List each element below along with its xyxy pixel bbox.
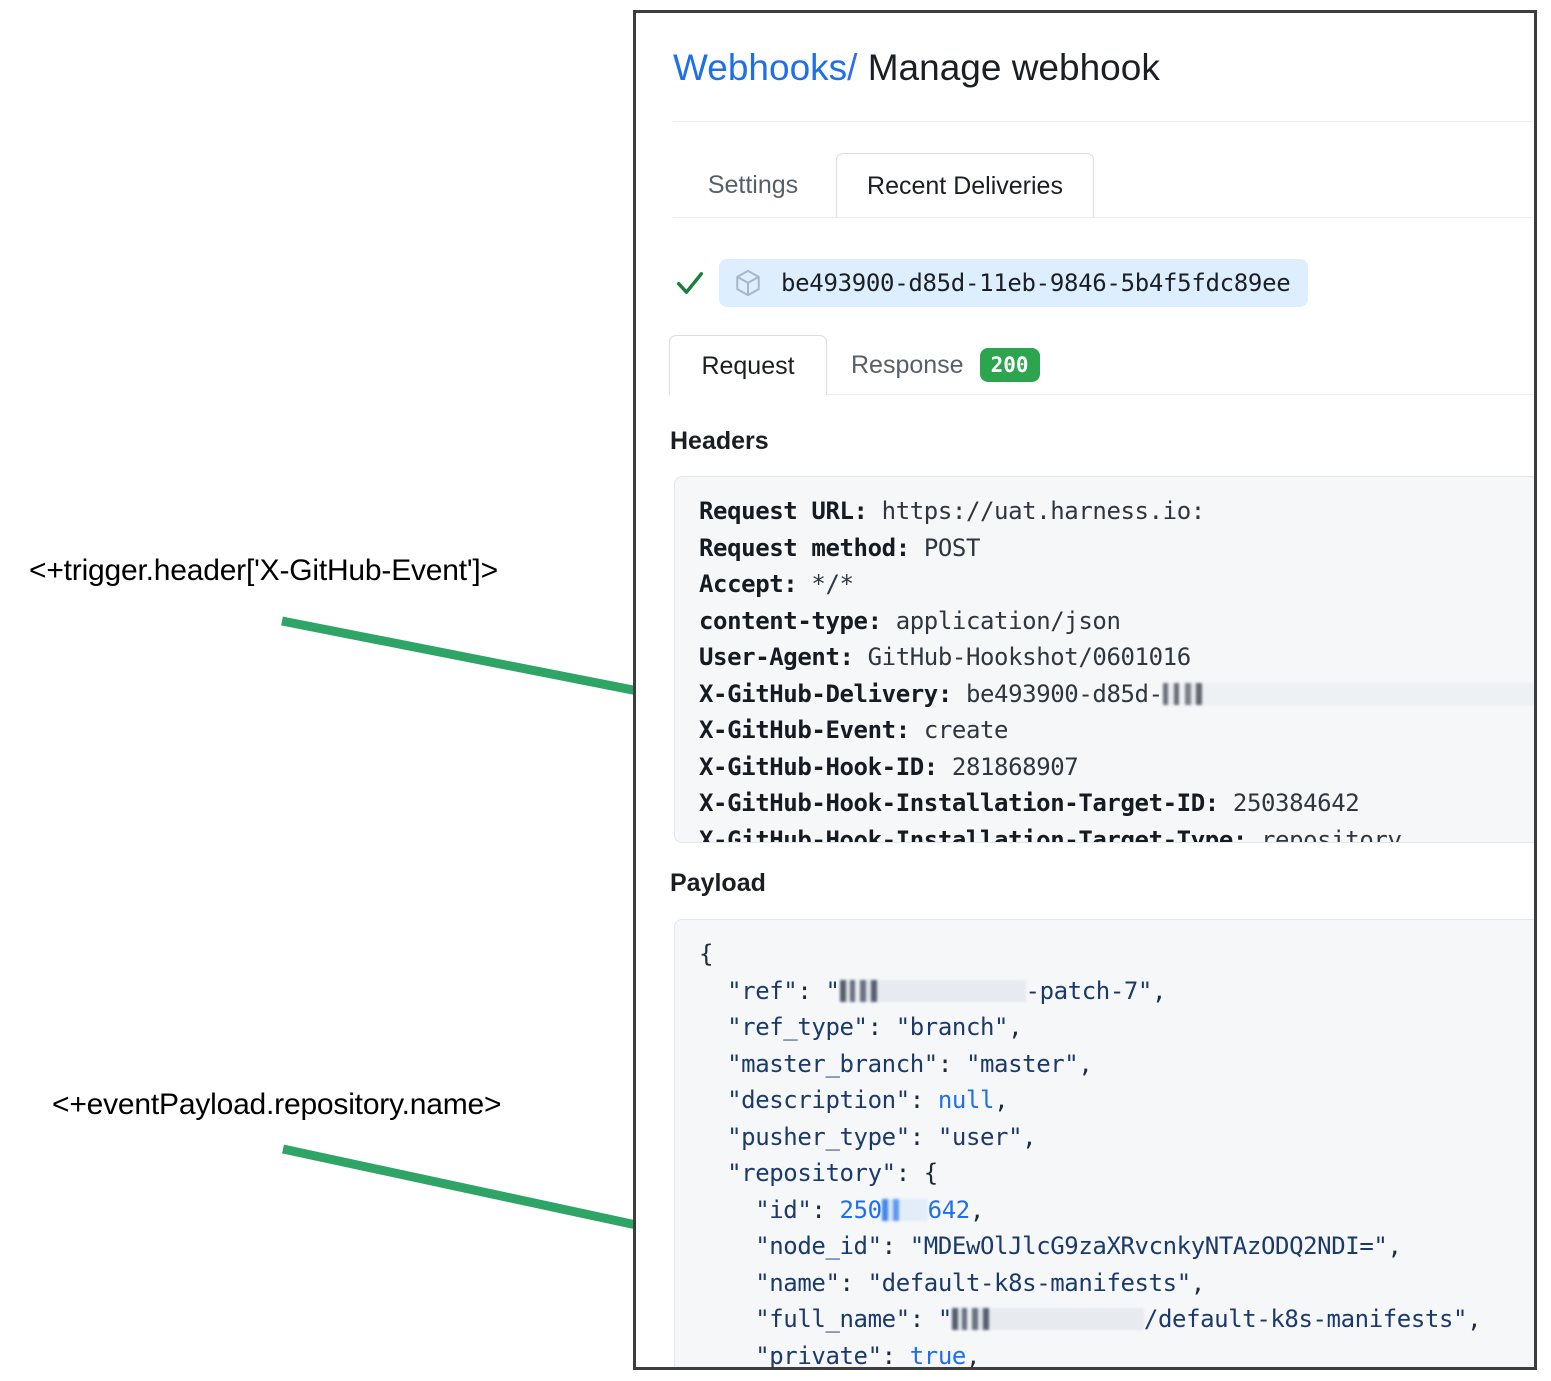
headers-code-block: Request URL: https://uat.harness.io: Req… <box>674 476 1534 843</box>
headers-section-title: Headers <box>670 427 769 455</box>
breadcrumb: Webhooks/ Manage webhook <box>673 43 1160 93</box>
payload-line-private: "private": true, <box>699 1341 981 1368</box>
payload-line-repository: "repository": { <box>699 1159 938 1187</box>
header-line-content-type: content-type: application/json <box>699 603 1534 640</box>
divider-under-breadcrumb <box>673 121 1534 122</box>
header-line-event: X-GitHub-Event: create <box>699 712 1534 749</box>
delivery-id: be493900-d85d-11eb-9846-5b4f5fdc89ee <box>781 269 1291 297</box>
payload-line-pusher-type: "pusher_type": "user", <box>699 1122 1037 1151</box>
header-value: application/json <box>895 606 1121 635</box>
header-key: Request method: <box>699 533 910 562</box>
payload-line-description: "description": null, <box>699 1086 1009 1114</box>
header-line-delivery: X-GitHub-Delivery: be493900-d85d- <box>699 676 1534 713</box>
breadcrumb-link-webhooks[interactable]: Webhooks <box>673 47 848 88</box>
payload-line-open-brace: { <box>699 940 714 968</box>
header-line-target-id: X-GitHub-Hook-Installation-Target-ID: 25… <box>699 785 1534 822</box>
payload-line-ref: "ref": "-patch-7", <box>699 976 1167 1005</box>
header-key: X-GitHub-Hook-Installation-Target-Type: <box>699 825 1247 843</box>
header-value: repository <box>1260 825 1402 843</box>
cube-icon <box>736 269 760 297</box>
header-line-hook-id: X-GitHub-Hook-ID: 281868907 <box>699 749 1534 786</box>
header-key: X-GitHub-Hook-Installation-Target-ID: <box>699 789 1219 817</box>
header-line-request-method: Request method: POST <box>699 530 1534 567</box>
header-key: Accept: <box>699 570 798 598</box>
header-line-accept: Accept: */* <box>699 566 1534 603</box>
annotation-payload-expression: <+eventPayload.repository.name> <box>52 1088 502 1121</box>
breadcrumb-separator: / <box>847 47 858 88</box>
delivery-chip[interactable]: be493900-d85d-11eb-9846-5b4f5fdc89ee <box>719 259 1309 307</box>
webhook-panel: Webhooks/ Manage webhook Settings Recent… <box>633 10 1537 1370</box>
header-key: User-Agent: <box>699 643 854 671</box>
status-badge: 200 <box>979 348 1040 382</box>
header-key: content-type: <box>699 606 882 635</box>
payload-section-title: Payload <box>670 869 766 897</box>
header-key: Request URL: <box>699 497 868 525</box>
header-value: */* <box>811 570 854 598</box>
payload-line-name: "name": "default-k8s-manifests", <box>699 1268 1205 1297</box>
header-value: GitHub-Hookshot/0601016 <box>867 643 1192 671</box>
redacted-full-name-owner <box>951 1308 1144 1330</box>
payload-line-node-id: "node_id": "MDEwOlJlcG9zaXRvcnkyNTAzODQ2… <box>699 1232 1402 1260</box>
tab-settings[interactable]: Settings <box>707 171 799 199</box>
divider-under-tabs <box>673 217 1534 218</box>
divider-under-subtabs <box>669 394 1534 395</box>
page-title: Manage webhook <box>867 47 1160 88</box>
delivery-row[interactable]: be493900-d85d-11eb-9846-5b4f5fdc89ee <box>673 257 1309 309</box>
header-value: create <box>923 716 1009 744</box>
subtab-request[interactable]: Request <box>669 335 827 395</box>
payload-line-ref-type: "ref_type": "branch", <box>699 1013 1023 1041</box>
header-key: X-GitHub-Hook-ID: <box>699 752 938 781</box>
header-value: https://uat.harness.io: <box>881 497 1206 525</box>
header-value: 281868907 <box>951 752 1079 781</box>
tab-recent-deliveries[interactable]: Recent Deliveries <box>836 153 1094 217</box>
header-value: POST <box>923 533 981 562</box>
annotation-header-expression: <+trigger.header['X-GitHub-Event']> <box>29 554 498 587</box>
arrow-header <box>281 616 682 713</box>
subtab-response[interactable]: Response 200 <box>829 335 1062 395</box>
header-key: X-GitHub-Delivery: <box>699 679 952 708</box>
check-icon <box>676 272 704 294</box>
header-value: be493900-d85d- <box>965 679 1163 708</box>
payload-line-full-name: "full_name": "/default-k8s-manifests", <box>699 1305 1482 1333</box>
header-line-target-type: X-GitHub-Hook-Installation-Target-Type: … <box>699 822 1534 843</box>
payload-code-block: { "ref": "-patch-7", "ref_type": "branch… <box>674 919 1534 1368</box>
redacted-repo-id <box>881 1198 928 1221</box>
redacted-ref-owner <box>839 979 1026 1002</box>
subtab-response-label: Response <box>851 351 964 379</box>
header-key: X-GitHub-Event: <box>699 716 910 744</box>
header-line-request-url: Request URL: https://uat.harness.io: <box>699 493 1534 530</box>
header-line-user-agent: User-Agent: GitHub-Hookshot/0601016 <box>699 639 1534 676</box>
redacted-delivery-suffix <box>1162 682 1534 705</box>
payload-line-master-branch: "master_branch": "master", <box>699 1049 1093 1078</box>
header-value: 250384642 <box>1232 789 1360 817</box>
